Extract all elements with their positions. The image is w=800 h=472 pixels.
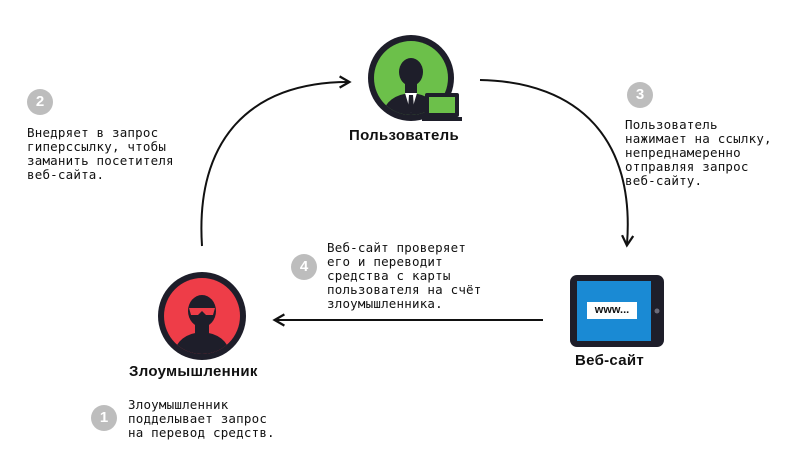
user-avatar-icon: [368, 35, 462, 121]
step-2-badge: 2: [27, 89, 53, 115]
website-label: Веб-сайт: [575, 352, 645, 369]
step-3-text: Пользователь нажимает на ссылку, непредн…: [625, 117, 772, 188]
step-1-badge: 1: [91, 405, 117, 431]
step-2-text: Внедряет в запрос гиперссылку, чтобы зам…: [27, 125, 174, 182]
arrow-attacker-to-user: [200, 75, 352, 247]
website-url-text: www...: [594, 304, 630, 316]
step-3-badge: 3: [627, 82, 653, 108]
step-1-text: Злоумышленник подделывает запрос на пере…: [128, 397, 275, 440]
step-4-badge: 4: [291, 254, 317, 280]
user-label: Пользователь: [349, 127, 459, 144]
attacker-label: Злоумышленник: [129, 363, 258, 380]
website-tablet-icon: [570, 275, 664, 347]
arrow-user-to-website: [479, 79, 635, 248]
attacker-avatar-icon: [158, 272, 246, 360]
step-4-text: Веб-сайт проверяет его и переводит средс…: [327, 240, 482, 311]
